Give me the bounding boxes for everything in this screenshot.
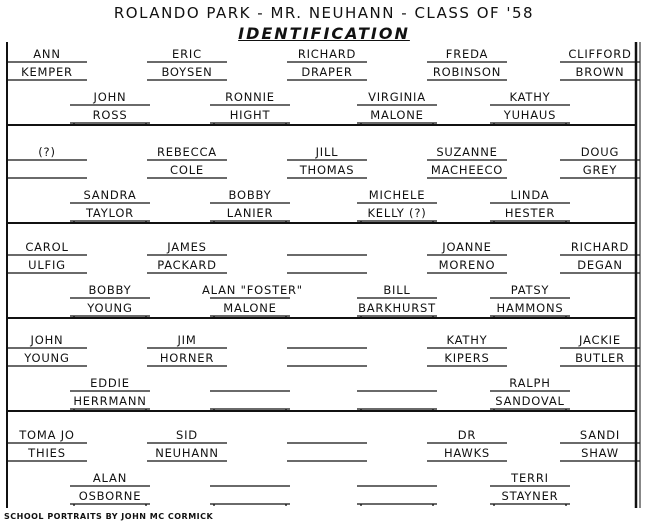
- first-name: DR: [457, 428, 477, 442]
- first-name: DOUG: [580, 145, 620, 159]
- last-name: ULFIG: [28, 258, 66, 272]
- last-name: YOUNG: [24, 351, 70, 365]
- last-name: YOUNG: [87, 301, 133, 315]
- first-name: JACKIE: [579, 333, 621, 347]
- first-name: SANDRA: [83, 188, 137, 202]
- last-name: THOMAS: [299, 163, 355, 177]
- first-name: JOHN: [93, 90, 127, 104]
- first-name: RALPH: [509, 376, 551, 390]
- sheet-subtitle: IDENTIFICATION: [238, 24, 410, 43]
- last-name: TAYLOR: [86, 206, 134, 220]
- first-name: CAROL: [25, 240, 69, 254]
- first-name: ALAN: [92, 471, 128, 485]
- last-name: HESTER: [504, 206, 556, 220]
- last-name: MORENO: [438, 258, 496, 272]
- last-name: PACKARD: [157, 258, 217, 272]
- first-name: TOMA JO: [19, 428, 75, 442]
- first-name: SANDI: [579, 428, 621, 442]
- first-name: TERRI: [511, 471, 549, 485]
- last-name: THIES: [28, 446, 66, 460]
- last-name: BOYSEN: [161, 65, 213, 79]
- last-name: LANIER: [226, 206, 274, 220]
- last-name: HORNER: [159, 351, 215, 365]
- first-name: RICHARD: [297, 47, 357, 61]
- first-name: VIRGINIA: [368, 90, 426, 104]
- first-name: JOANNE: [442, 240, 492, 254]
- photographer-credit: SCHOOL PORTRAITS BY JOHN MC CORMICK: [4, 512, 214, 521]
- first-name: JILL: [315, 145, 339, 159]
- last-name: DRAPER: [301, 65, 353, 79]
- last-name: HERRMANN: [73, 394, 147, 408]
- first-name: JOHN: [30, 333, 64, 347]
- last-name: KEMPER: [21, 65, 73, 79]
- sheet-title: ROLANDO PARK - MR. NEUHANN - CLASS OF '5…: [113, 4, 535, 22]
- last-name: BARKHURST: [358, 301, 436, 315]
- first-name: PATSY: [510, 283, 550, 297]
- first-name: BILL: [383, 283, 411, 297]
- last-name: OSBORNE: [78, 489, 142, 503]
- last-name: MALONE: [370, 108, 424, 122]
- first-name: BOBBY: [228, 188, 272, 202]
- first-name: JAMES: [167, 240, 207, 254]
- last-name: KELLY (?): [367, 206, 427, 220]
- first-name: (?): [38, 145, 56, 159]
- last-name: COLE: [170, 163, 204, 177]
- first-name: EDDIE: [90, 376, 130, 390]
- last-name: HIGHT: [229, 108, 271, 122]
- first-name: BOBBY: [88, 283, 132, 297]
- first-name: SUZANNE: [436, 145, 498, 159]
- last-name: BROWN: [575, 65, 625, 79]
- first-name: KATHY: [446, 333, 488, 347]
- last-name: MALONE: [223, 301, 277, 315]
- first-name: LINDA: [510, 188, 550, 202]
- first-name: FREDA: [445, 47, 489, 61]
- first-name: CLIFFORD: [568, 47, 632, 61]
- last-name: HAMMONS: [496, 301, 564, 315]
- last-name: BUTLER: [575, 351, 625, 365]
- last-name: MACHEECO: [430, 163, 504, 177]
- first-name: KATHY: [509, 90, 551, 104]
- first-name: SID: [176, 428, 198, 442]
- last-name: HAWKS: [443, 446, 491, 460]
- first-name: ALAN "FOSTER": [202, 283, 303, 297]
- first-name: MICHELE: [368, 188, 426, 202]
- last-name: NEUHANN: [155, 446, 219, 460]
- first-name: RONNIE: [225, 90, 275, 104]
- last-name: GREY: [582, 163, 618, 177]
- first-name: ERIC: [172, 47, 202, 61]
- first-name: ANN: [33, 47, 61, 61]
- last-name: ROBINSON: [432, 65, 502, 79]
- last-name: SHAW: [581, 446, 619, 460]
- last-name: DEGAN: [577, 258, 623, 272]
- last-name: STAYNER: [501, 489, 559, 503]
- first-name: RICHARD: [570, 240, 630, 254]
- last-name: YUHAUS: [503, 108, 557, 122]
- last-name: SANDOVAL: [495, 394, 565, 408]
- last-name: ROSS: [92, 108, 128, 122]
- first-name: REBECCA: [157, 145, 217, 159]
- last-name: KIPERS: [444, 351, 490, 365]
- first-name: JIM: [177, 333, 197, 347]
